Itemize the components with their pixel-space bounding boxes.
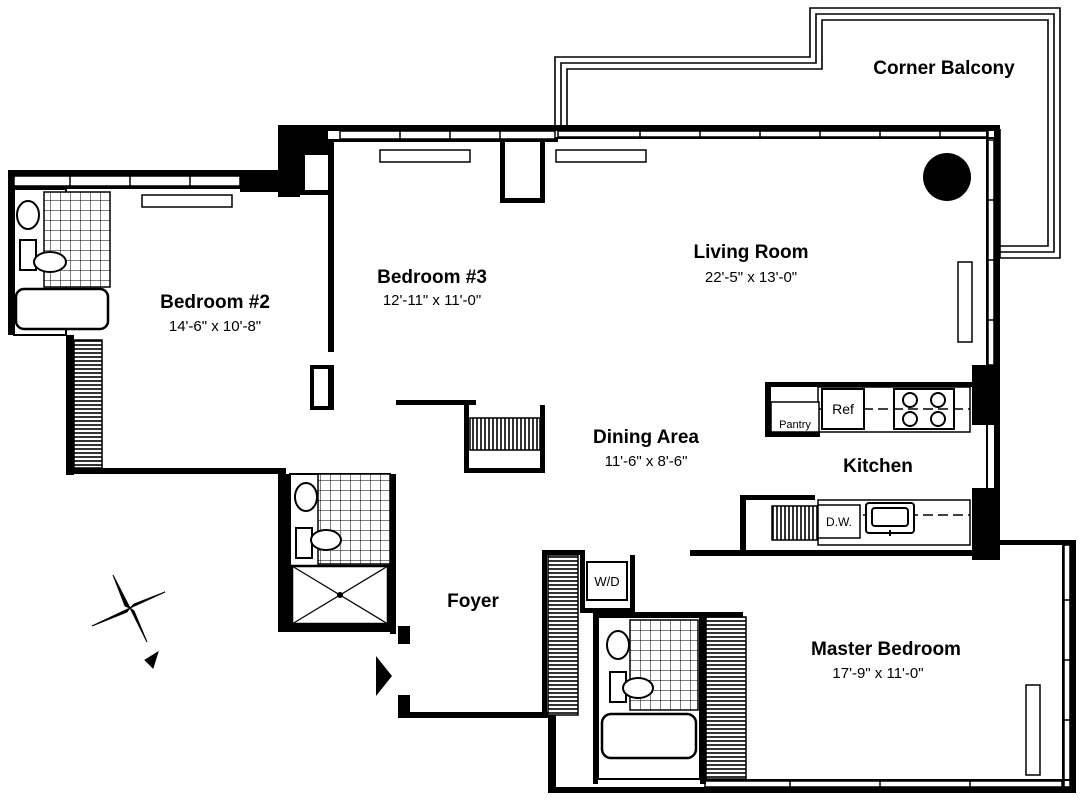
dims-dining-area: 11'-6" x 8'-6" — [605, 453, 688, 470]
dims-living-room: 22'-5" x 13'-0" — [705, 269, 797, 286]
master-radiator — [1025, 684, 1041, 776]
washer-dryer — [586, 561, 628, 601]
bathroom-bedroom2 — [13, 188, 111, 336]
compass-icon — [91, 574, 166, 669]
stove — [893, 388, 955, 430]
label-refrigerator: Ref — [832, 401, 854, 417]
label-kitchen: Kitchen — [843, 456, 913, 477]
label-pantry: Pantry — [779, 419, 811, 431]
label-washer-dryer: W/D — [594, 574, 619, 589]
closet-master — [705, 616, 747, 780]
closet-bedroom2 — [73, 339, 103, 469]
label-dining-area: Dining Area — [593, 427, 699, 448]
kitchen-sink — [865, 502, 915, 536]
label-dishwasher: D.W. — [826, 515, 852, 529]
living-room-radiator — [957, 261, 973, 343]
windows — [13, 130, 1071, 788]
label-corner-balcony: Corner Balcony — [873, 58, 1015, 79]
entry-arrow-icon — [376, 656, 392, 696]
dishwasher — [817, 504, 861, 539]
living-room-column — [923, 153, 971, 201]
closet-bedroom3 — [469, 417, 541, 451]
dims-bedroom2: 14'-6" x 10'-8" — [169, 318, 261, 335]
label-living-room: Living Room — [693, 242, 808, 263]
bathroom-master — [597, 616, 701, 780]
label-bedroom3: Bedroom #3 — [377, 267, 487, 288]
bathroom-hall — [289, 473, 391, 627]
bedroom2-radiator — [141, 194, 233, 208]
dims-bedroom3: 12'-11" x 11'-0" — [383, 292, 481, 309]
kitchen-cabinet-hatch — [771, 505, 819, 541]
label-master-bedroom: Master Bedroom — [811, 639, 961, 660]
living-radiator-top — [555, 149, 647, 163]
pantry — [770, 401, 820, 433]
bedroom3-radiator — [379, 149, 471, 163]
closet-foyer — [547, 554, 579, 716]
label-bedroom2: Bedroom #2 — [160, 292, 270, 313]
dims-master-bedroom: 17'-9" x 11'-0" — [832, 665, 923, 682]
refrigerator — [821, 388, 865, 430]
balcony-railing — [554, 7, 1061, 259]
label-foyer: Foyer — [447, 591, 499, 612]
walls — [8, 125, 1076, 793]
interior-walls — [300, 142, 1000, 784]
